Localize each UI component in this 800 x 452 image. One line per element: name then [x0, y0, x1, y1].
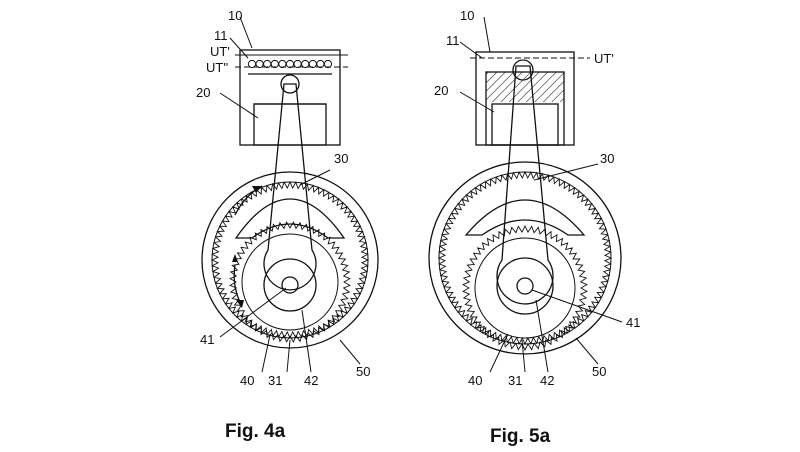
- counterweight-sector-5a: [466, 200, 584, 235]
- label-30-4a: 30: [334, 151, 348, 166]
- planet-gear-40-5a: [475, 238, 575, 338]
- label-11-5a: 11: [446, 33, 460, 48]
- piston-pocket-5a: [492, 104, 558, 145]
- label-30-5a: 30: [600, 151, 614, 166]
- label-42-5a: 42: [540, 373, 554, 388]
- counterweight-sector-4a: [236, 199, 344, 238]
- label-40-4a: 40: [240, 373, 254, 388]
- label-42-4a: 42: [304, 373, 318, 388]
- figure-4a: 10 11 UT' UT'' 20 30 41 40 31 42 50 Fig.…: [196, 8, 378, 442]
- label-50-4a: 50: [356, 364, 370, 379]
- crank-pin-41-4a: [282, 277, 298, 293]
- crank-pin-41-5a: [517, 278, 533, 294]
- cylinder-4a: [235, 50, 348, 145]
- planet-gear-teeth-4a: [230, 222, 350, 342]
- piston-pocket-4a: [254, 104, 326, 145]
- label-50-5a: 50: [592, 364, 606, 379]
- label-20-5a: 20: [434, 83, 448, 98]
- crank-eye-5a: [497, 258, 553, 314]
- label-31-4a: 31: [268, 373, 282, 388]
- planet-gear-40-4a: [242, 234, 338, 330]
- label-31-5a: 31: [508, 373, 522, 388]
- label-ut1-4a: UT': [210, 44, 230, 59]
- label-ut2-4a: UT'': [206, 60, 228, 75]
- caption-fig-4a: Fig. 4a: [225, 421, 286, 442]
- gear-teeth-path: [463, 226, 587, 350]
- label-ut1-5a: UT': [594, 51, 614, 66]
- label-10-5a: 10: [460, 8, 474, 23]
- figure-5a: 10 11 UT' 20 30 41 40 31 42 50 Fig. 5a: [429, 8, 640, 447]
- label-20-4a: 20: [196, 85, 210, 100]
- caption-fig-5a: Fig. 5a: [490, 426, 551, 447]
- label-11-4a: 11: [214, 28, 228, 43]
- gear-teeth-path: [230, 222, 350, 342]
- label-10-4a: 10: [228, 8, 242, 23]
- label-41-4a: 41: [200, 332, 214, 347]
- label-40-5a: 40: [468, 373, 482, 388]
- planet-gear-teeth-5a: [463, 226, 587, 350]
- crank-eye-4a: [264, 259, 316, 311]
- label-41-5a: 41: [626, 315, 640, 330]
